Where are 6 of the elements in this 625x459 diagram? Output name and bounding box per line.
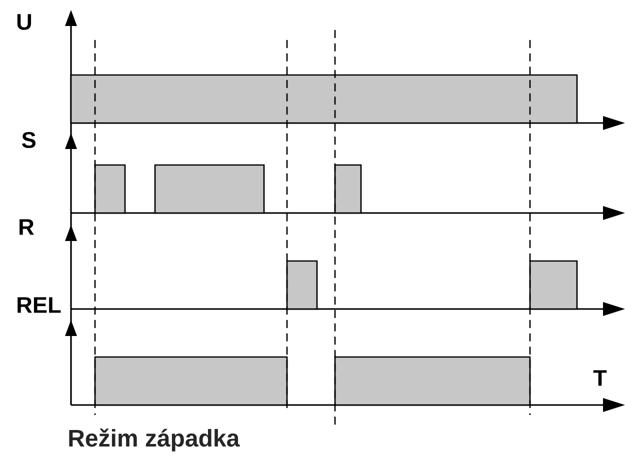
signal-label: T — [593, 370, 607, 386]
caption: Režim západka — [69, 428, 240, 452]
signal-label: S — [22, 132, 36, 148]
signal-label: U — [17, 14, 32, 30]
signal-label: REL — [18, 297, 61, 313]
signal-label: R — [20, 219, 34, 235]
